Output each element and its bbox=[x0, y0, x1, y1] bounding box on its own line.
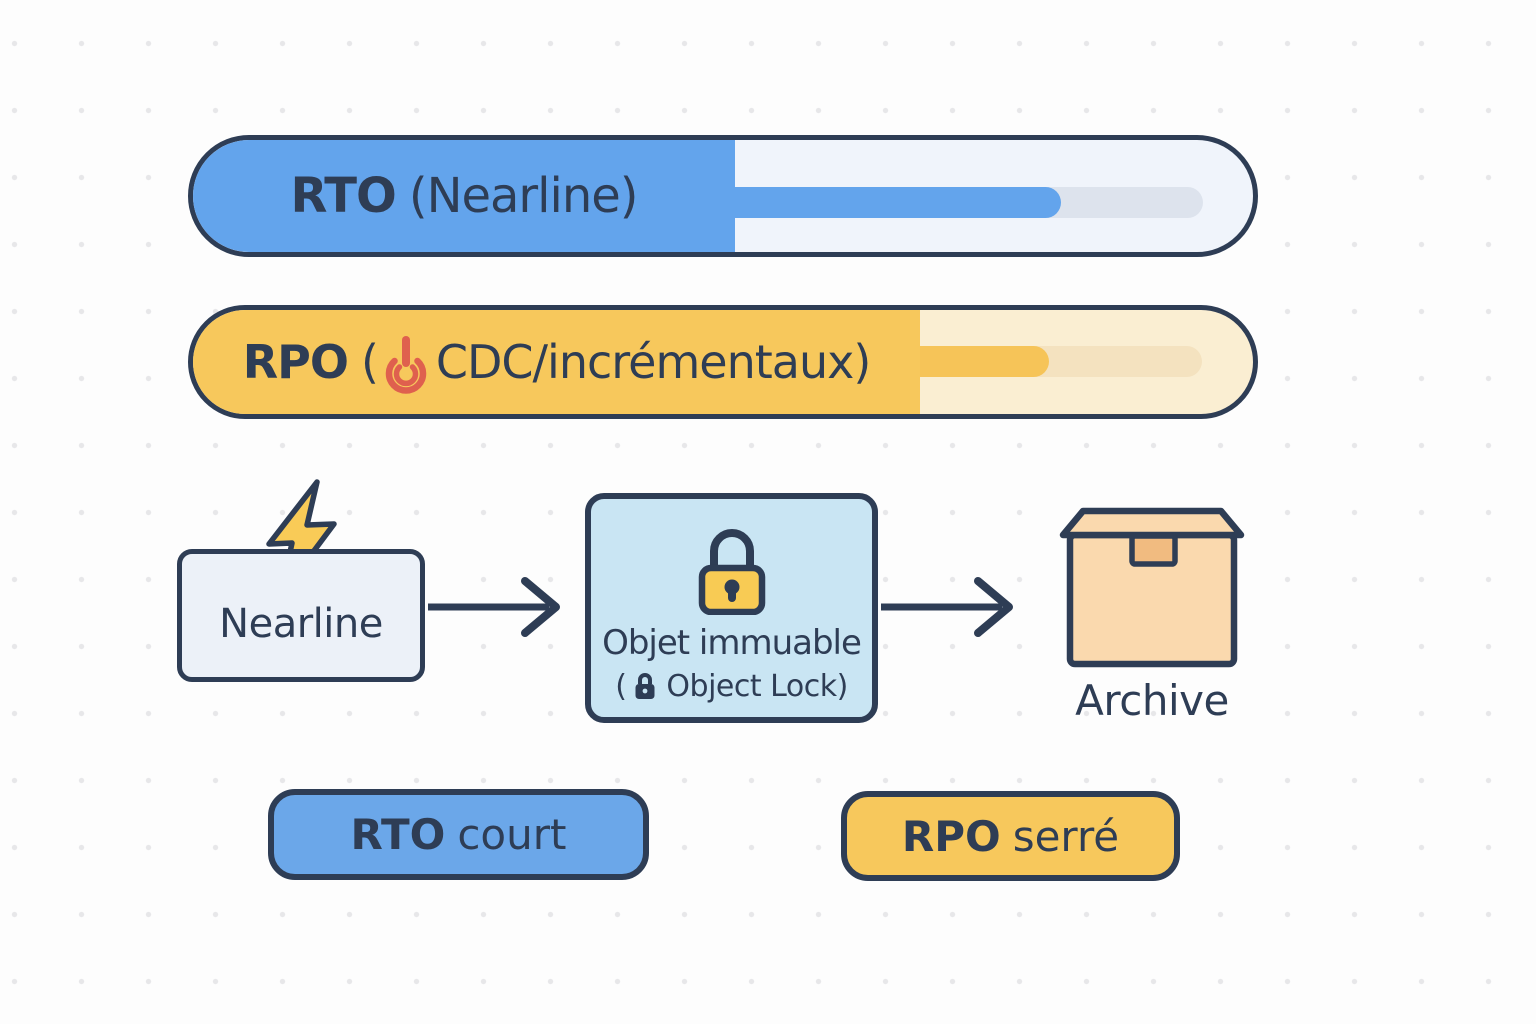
arrow-right-icon bbox=[428, 577, 560, 637]
rto-badge-bold: RTO bbox=[350, 810, 446, 859]
rpo-badge-rest: serré bbox=[1012, 811, 1120, 861]
power-icon bbox=[385, 336, 427, 394]
rto-bar-label-bold: RTO bbox=[290, 168, 396, 224]
immutable-object-box: Objet immuable ( Object Lock) bbox=[585, 493, 878, 723]
rto-bar-label-rest: (Nearline) bbox=[408, 168, 639, 224]
rto-inner-progress bbox=[683, 187, 1061, 218]
arrow-right-icon bbox=[881, 577, 1013, 637]
immutable-line2-open: ( bbox=[615, 669, 627, 704]
rpo-bar-fill: RPO ( CDC/incrémentaux) bbox=[193, 310, 920, 414]
padlock-icon bbox=[698, 529, 765, 615]
nearline-label: Nearline bbox=[219, 600, 383, 647]
rto-badge-rest: court bbox=[457, 810, 567, 859]
rpo-bar-label-rest: CDC/incrémentaux) bbox=[435, 335, 871, 389]
rto-timeline-bar: RTO (Nearline) bbox=[188, 135, 1258, 257]
archive-box-icon bbox=[1059, 507, 1245, 668]
immutable-label-line1: Objet immuable bbox=[602, 623, 862, 663]
rpo-bar-paren: ( bbox=[360, 335, 379, 389]
rpo-serre-badge: RPO serré bbox=[841, 791, 1180, 881]
rto-bar-label: RTO (Nearline) bbox=[290, 168, 639, 224]
lock-icon bbox=[635, 672, 655, 699]
rpo-bar-label: RPO ( CDC/incrémentaux) bbox=[243, 320, 871, 404]
rpo-badge-bold: RPO bbox=[901, 811, 1001, 861]
immutable-line2-rest: Object Lock) bbox=[666, 669, 848, 704]
rpo-bar-label-bold: RPO bbox=[242, 335, 349, 389]
nearline-box: Nearline bbox=[177, 549, 425, 682]
rpo-timeline-bar: RPO ( CDC/incrémentaux) bbox=[188, 305, 1258, 419]
rto-bar-fill: RTO (Nearline) bbox=[193, 140, 735, 252]
archive-label: Archive bbox=[1075, 676, 1229, 725]
immutable-label-line2: ( Object Lock) bbox=[615, 669, 848, 704]
rto-court-badge: RTO court bbox=[268, 789, 649, 880]
